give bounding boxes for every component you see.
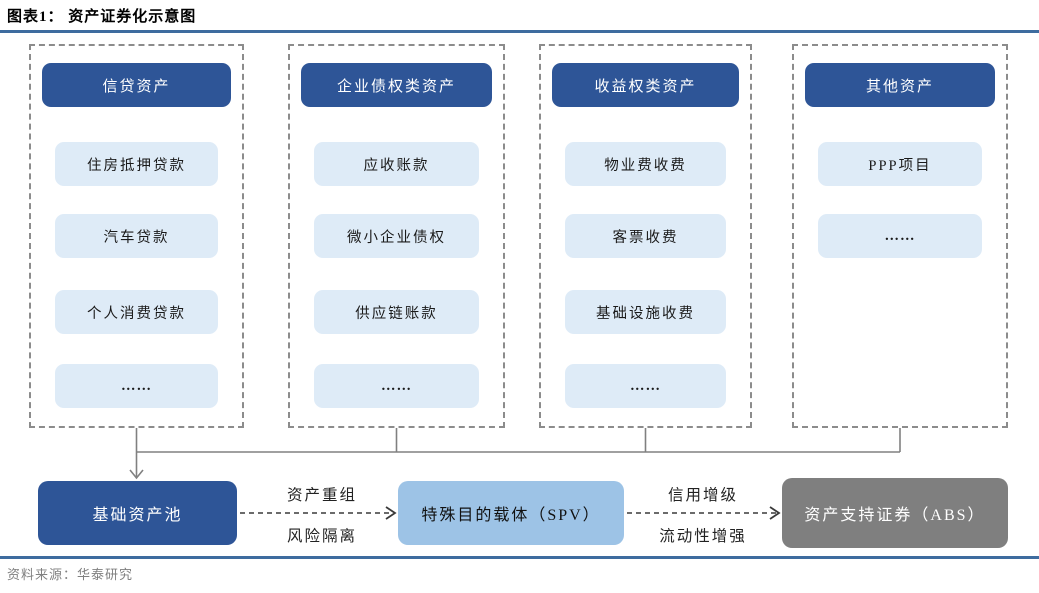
right-arrowhead <box>385 506 397 520</box>
arrow2-label-bottom: 流动性增强 <box>659 528 747 545</box>
title-underline <box>0 30 1039 33</box>
category-header: 收益权类资产 <box>552 63 739 107</box>
asset-item: 微小企业债权 <box>314 214 479 258</box>
asset-item: 客票收费 <box>565 214 726 258</box>
asset-item: 个人消费贷款 <box>55 290 218 334</box>
asset-item: 应收账款 <box>314 142 479 186</box>
asset-item: PPP项目 <box>818 142 982 186</box>
pool-box: 基础资产池 <box>38 481 237 545</box>
right-arrowhead <box>769 506 781 520</box>
asset-category-other: 其他资产 PPP项目 …… <box>792 44 1008 428</box>
arrow2-label-top: 信用增级 <box>667 487 738 504</box>
asset-item-ellipsis: …… <box>818 214 982 258</box>
category-header: 企业债权类资产 <box>301 63 492 107</box>
arrow1-label-bottom: 风险隔离 <box>286 528 357 545</box>
asset-item: 基础设施收费 <box>565 290 726 334</box>
figure-title: 图表1： 资产证券化示意图 <box>7 9 197 25</box>
asset-item-ellipsis: …… <box>565 364 726 408</box>
asset-item-ellipsis: …… <box>55 364 218 408</box>
asset-category-income-rights: 收益权类资产 物业费收费 客票收费 基础设施收费 …… <box>539 44 752 428</box>
asset-item: 物业费收费 <box>565 142 726 186</box>
bottom-rule <box>0 556 1039 559</box>
asset-category-corporate-debt: 企业债权类资产 应收账款 微小企业债权 供应链账款 …… <box>288 44 505 428</box>
asset-category-credit: 信贷资产 住房抵押贷款 汽车贷款 个人消费贷款 …… <box>29 44 244 428</box>
asset-item: 住房抵押贷款 <box>55 142 218 186</box>
down-arrowhead <box>129 469 144 480</box>
asset-item: 供应链账款 <box>314 290 479 334</box>
source-note: 资料来源：华泰研究 <box>7 567 134 582</box>
asset-item: 汽车贷款 <box>55 214 218 258</box>
asset-item-ellipsis: …… <box>314 364 479 408</box>
abs-box: 资产支持证券（ABS） <box>782 478 1008 548</box>
arrow1-label-top: 资产重组 <box>286 487 357 504</box>
category-header: 信贷资产 <box>42 63 231 107</box>
category-header: 其他资产 <box>805 63 995 107</box>
spv-box: 特殊目的载体（SPV） <box>398 481 624 545</box>
